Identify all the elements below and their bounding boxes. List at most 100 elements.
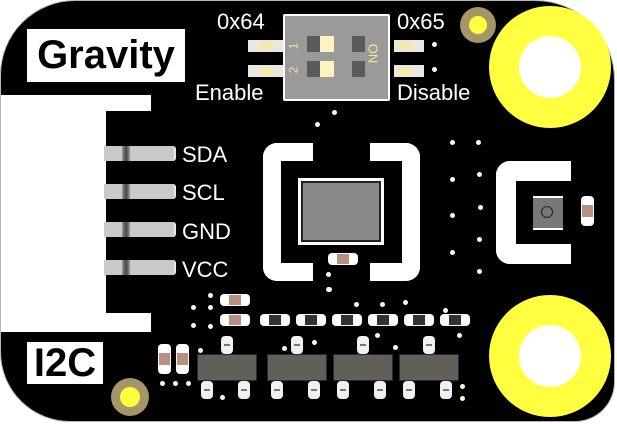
connector-housing-tab-bottom [105,313,151,332]
disable-label: Disable [397,80,471,105]
via-dot [432,67,437,72]
resistor-array-3 [332,314,362,326]
connector-pin-gnd [104,222,176,237]
via-dot [477,237,482,242]
resistor-array-5 [404,314,434,326]
transistor-q1-pin [221,336,233,354]
connector-housing-tab-top [105,95,151,111]
via-dot [393,345,398,350]
switch-number-1: 1 [286,42,301,50]
connector-pin-scl [104,184,176,199]
led-disable-1 [394,40,424,52]
via-dot [191,305,196,310]
connector-housing [1,95,106,332]
via-dot [354,302,359,307]
transistor-q3-pin [337,381,349,399]
sensor-bracket-left [263,143,313,281]
transistor-q2-pin [271,381,283,399]
via-dot [326,272,331,277]
sensor-ic [298,178,384,245]
resistor-array-1 [260,314,290,326]
led-enable-2 [248,65,284,77]
connector-pin-vcc [104,260,176,275]
via-dot [478,205,483,210]
via-dot [186,381,191,386]
resistor-chip [581,196,594,226]
via-dot [332,110,337,115]
transistor-q4-pin [440,381,452,399]
transistor-q1 [197,354,257,381]
via-dot [476,140,481,145]
via-dot [315,122,320,127]
resistor-v2 [176,344,189,374]
resistor-r2 [220,314,250,326]
via-dot [327,287,332,292]
small-chip [533,196,563,230]
via-dot [198,348,203,353]
pin-label-vcc: VCC [182,257,229,282]
led-disable-2 [394,65,424,77]
via-dot [191,323,196,328]
transistor-q2 [267,354,327,381]
via-top [460,7,496,43]
led-enable-1 [248,40,284,52]
resistor-array-2 [296,314,326,326]
via-dot [432,42,437,47]
via-dot [173,381,178,386]
via-dot [403,300,408,305]
via-dot [450,140,455,145]
pin-label-scl: SCL [182,180,225,205]
transistor-q4-pin [403,381,415,399]
enable-label: Enable [195,80,264,105]
transistor-q4-pin [423,336,435,354]
via-dot [208,324,213,329]
via-dot [312,340,317,345]
via-dot [477,172,482,177]
dip-switch-toggle-1[interactable] [307,36,365,52]
transistor-q1-pin [201,381,213,399]
pin-label-sda: SDA [182,142,228,167]
via-dot [208,305,213,310]
via-dot [450,213,455,218]
resistor-array-6 [440,314,470,326]
transistor-q2-pin [291,336,303,354]
via-dot [220,395,225,400]
via-dot [450,250,455,255]
switch-number-2: 2 [286,66,301,74]
via-dot [282,346,287,351]
transistor-q3-pin [357,336,369,354]
mounting-hole-bottom-right [489,295,611,417]
sensor-bracket-right [370,143,420,281]
via-dot [460,396,465,401]
transistor-q3-pin [374,381,386,399]
on-marker: ON [365,43,381,64]
address-label-0x64: 0x64 [217,9,265,34]
via-dot [443,308,448,313]
pin-label-gnd: GND [182,219,231,244]
mounting-hole-top-right [489,6,611,128]
transistor-q3 [333,354,393,381]
via-dot [450,177,455,182]
transistor-q2-pin [308,381,320,399]
brand-label: Gravity [27,29,185,82]
resistor-array-4 [368,314,398,326]
via-dot [375,333,380,338]
resistor-r1 [220,294,250,306]
address-label-0x65: 0x65 [397,9,445,34]
via-dot [460,384,465,389]
via-bottom [111,378,149,416]
connector-pin-sda [104,146,176,161]
via-dot [457,333,462,338]
transistor-q1-pin [238,381,250,399]
via-dot [380,302,385,307]
resistor-ic [328,253,358,265]
via-dot [477,269,482,274]
transistor-q4 [399,354,459,381]
interface-label: I2C [27,341,103,385]
via-dot [160,381,165,386]
dip-switch[interactable]: 1 2 ON [283,14,390,101]
dip-switch-toggle-2[interactable] [307,61,365,77]
via-dot [208,293,213,298]
resistor-v1 [158,344,171,374]
chip-bracket [496,161,571,264]
